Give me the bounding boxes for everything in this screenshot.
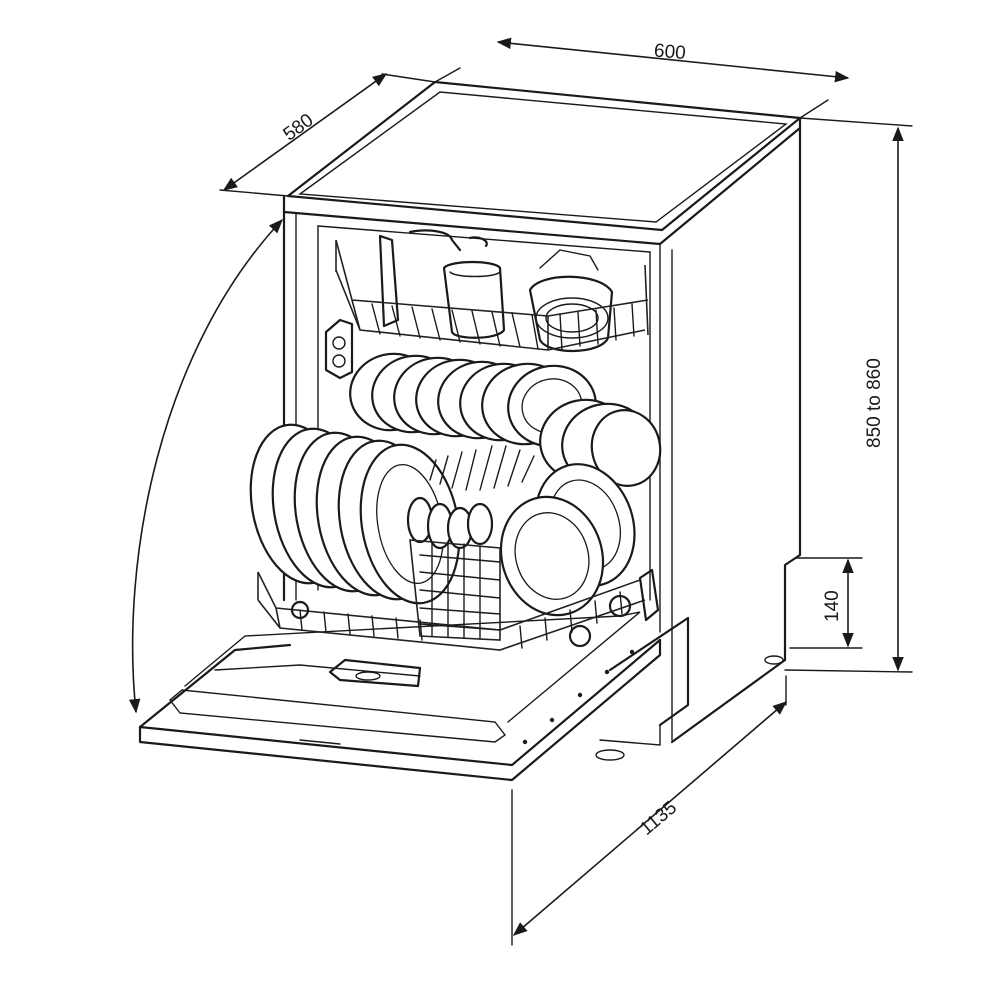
open-door <box>138 611 662 782</box>
plinth-label: 140 <box>822 590 843 622</box>
width-label: 600 <box>653 40 686 64</box>
dimension-lines <box>128 37 913 946</box>
door-open-depth-label: 1135 <box>636 797 681 839</box>
middle-plates <box>349 352 662 487</box>
height-label: 850 to 860 <box>864 358 885 448</box>
depth-label: 580 <box>280 110 318 146</box>
cutlery-basket <box>406 445 535 641</box>
upper-basket <box>324 229 649 380</box>
